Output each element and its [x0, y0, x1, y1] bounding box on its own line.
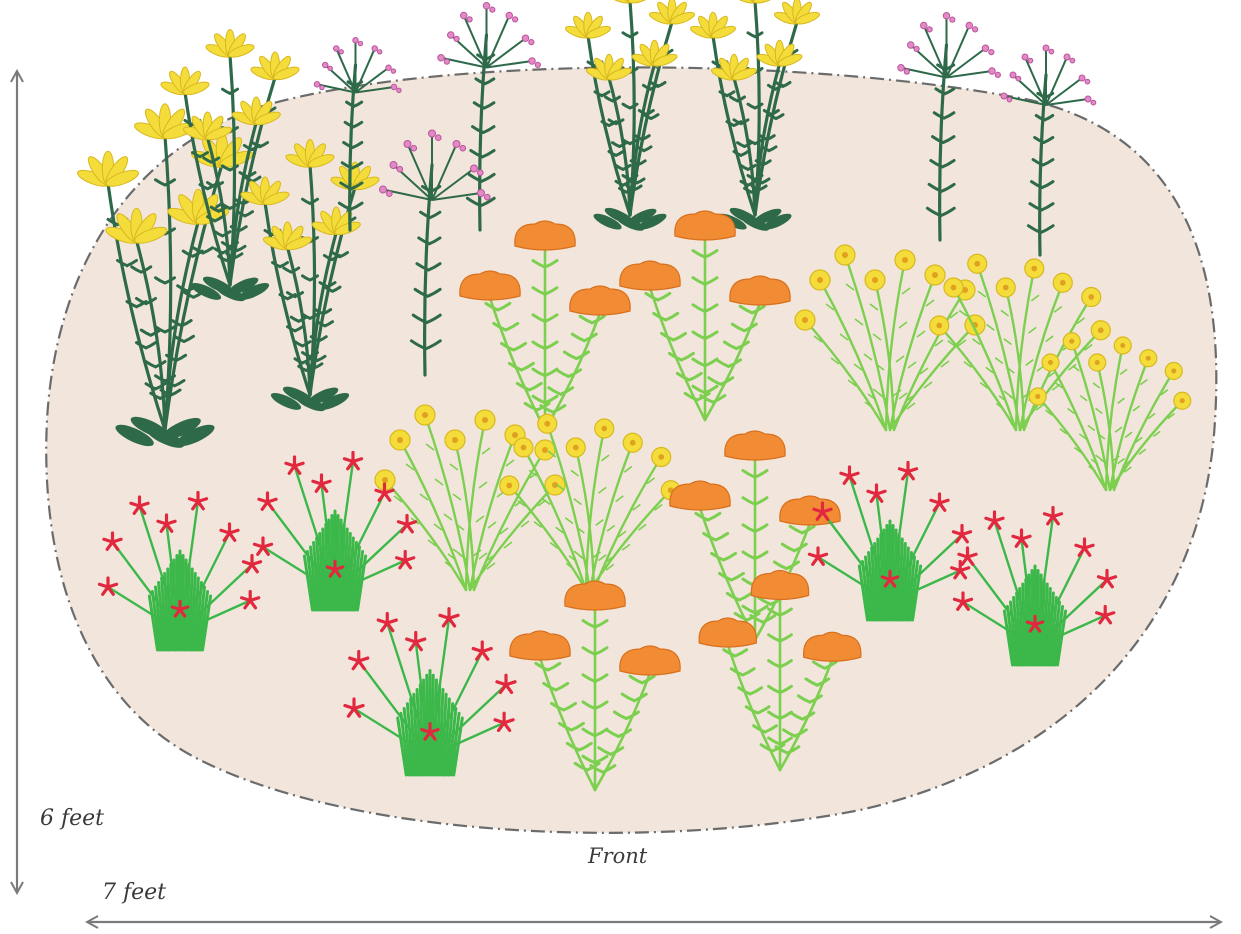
- front-label: Front: [588, 844, 647, 868]
- height-label: 6 feet: [40, 806, 104, 831]
- width-label: 7 feet: [102, 880, 166, 905]
